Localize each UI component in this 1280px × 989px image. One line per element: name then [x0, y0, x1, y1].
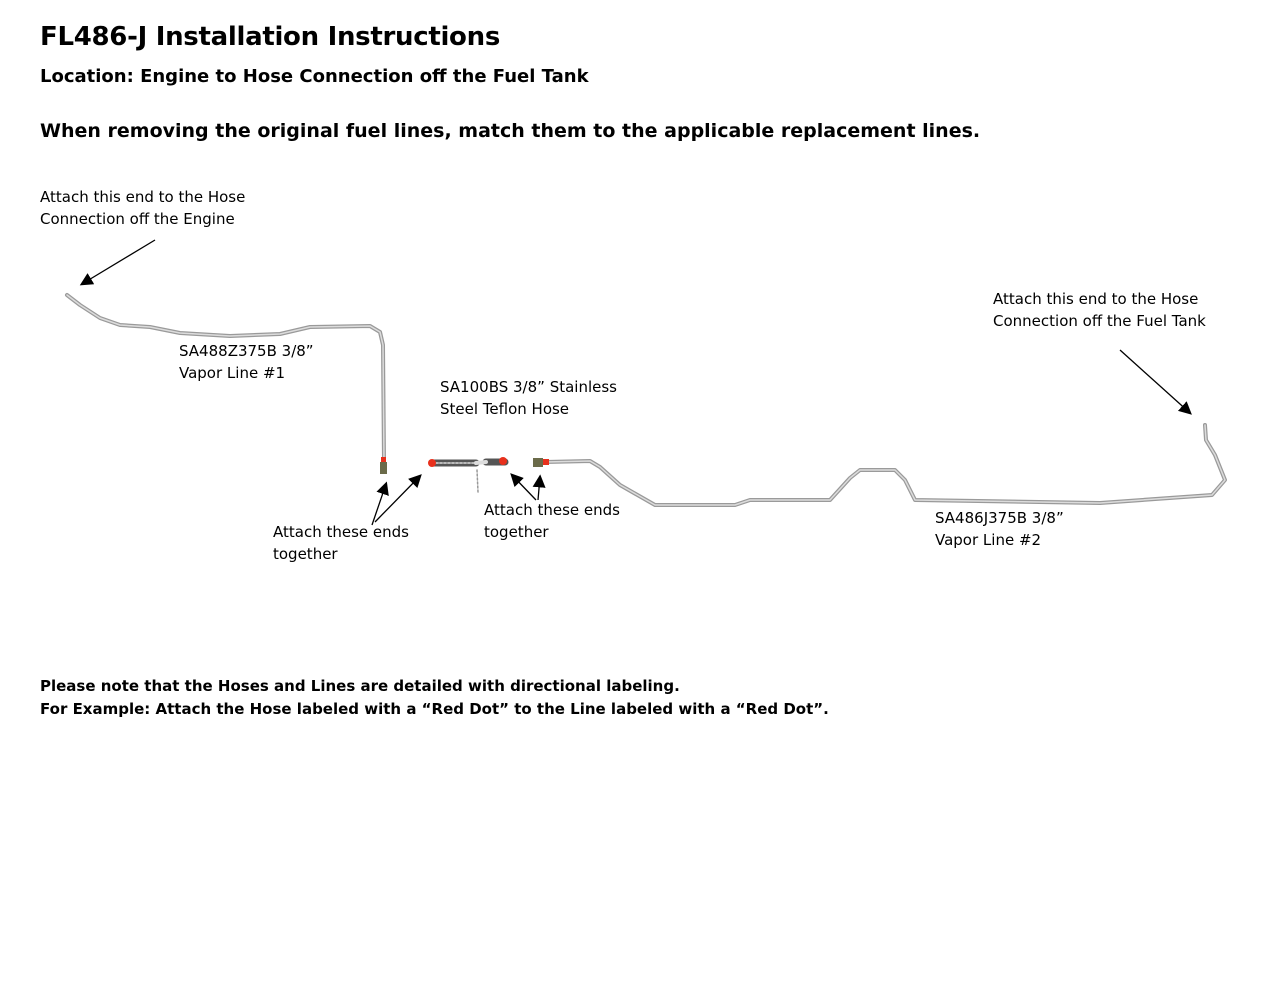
red-dot	[428, 459, 436, 467]
arrow	[510, 473, 537, 501]
hose-label: SA100BS 3/8” Stainless Steel Teflon Hose	[440, 378, 617, 418]
instruction-text: When removing the original fuel lines, m…	[40, 120, 981, 142]
page-title: FL486-J Installation Instructions	[40, 22, 501, 52]
vapor-line-2-label: SA486J375B 3/8” Vapor Line #2	[935, 509, 1064, 549]
attach-left-label: Attach these ends together	[273, 523, 409, 563]
arrow	[1119, 349, 1192, 415]
arrow	[79, 239, 156, 286]
arrow	[532, 474, 546, 501]
vapor-line-1-label: SA488Z375B 3/8” Vapor Line #1	[179, 342, 314, 382]
red-dot	[499, 457, 507, 465]
location-subtitle: Location: Engine to Hose Connection off …	[40, 66, 589, 87]
arrow	[374, 474, 422, 523]
note-line-2: For Example: Attach the Hose labeled wit…	[40, 700, 829, 718]
vapor-line-2	[543, 423, 1227, 507]
engine-end-label: Attach this end to the Hose Connection o…	[40, 188, 246, 228]
attach-right-label: Attach these ends together	[484, 501, 620, 541]
tank-end-label: Attach this end to the Hose Connection o…	[993, 290, 1206, 330]
arrow	[371, 481, 389, 526]
note-line-1: Please note that the Hoses and Lines are…	[40, 677, 680, 695]
